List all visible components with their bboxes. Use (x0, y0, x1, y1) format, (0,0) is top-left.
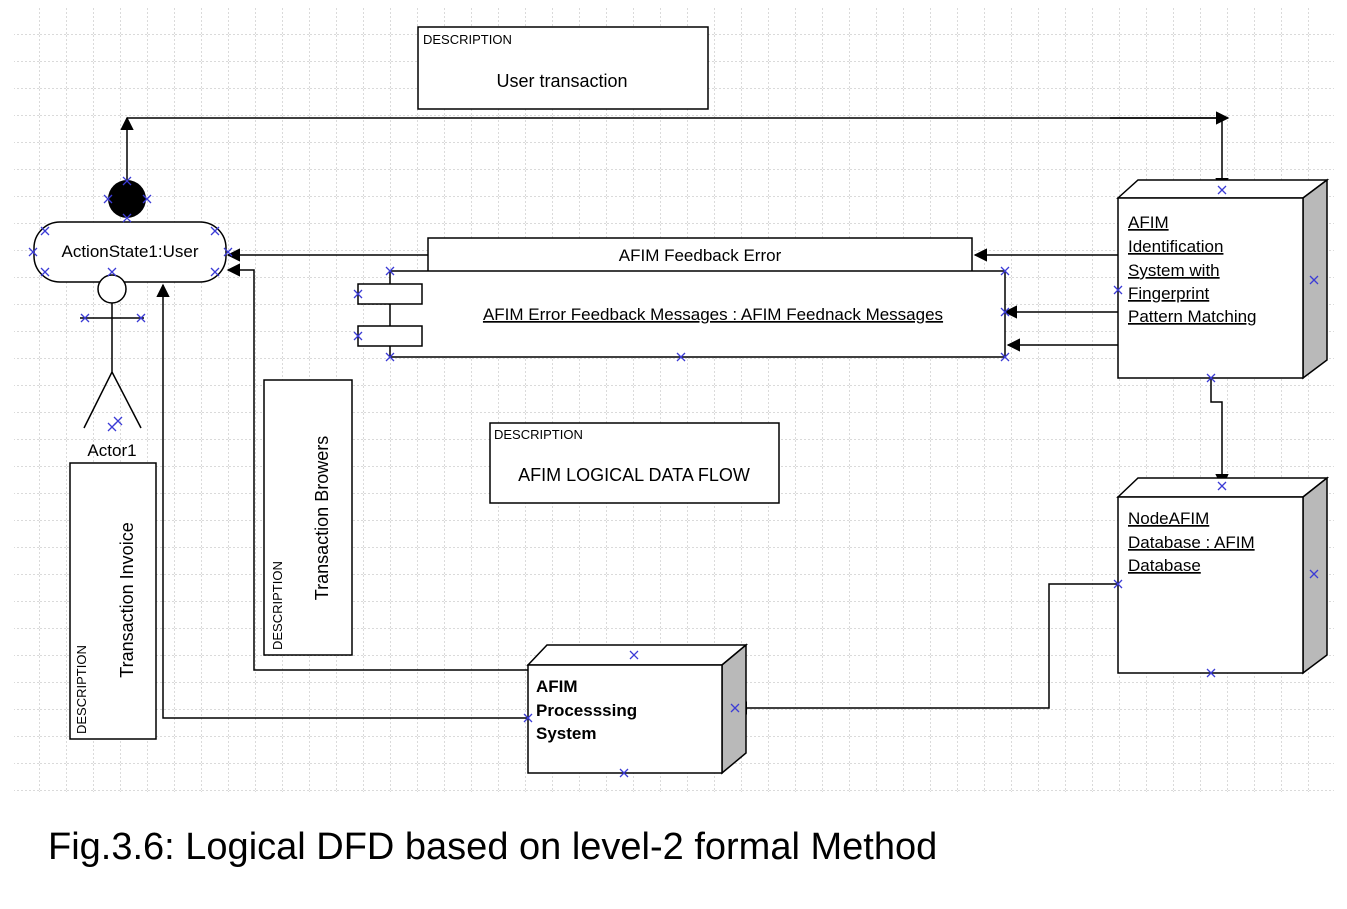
handle-marker (1000, 266, 1010, 276)
handle-marker (1309, 275, 1319, 285)
feedback-error-label: AFIM Feedback Error (619, 246, 782, 265)
handle-marker (523, 713, 533, 723)
handle-marker (142, 194, 152, 204)
desc-user-transaction-text: User transaction (496, 71, 627, 91)
desc-browsers-tag: DESCRIPTION (270, 561, 285, 650)
actor-figure (80, 274, 144, 429)
feedback-messages-label: AFIM Error Feedback Messages : AFIM Feed… (483, 305, 943, 324)
node-database[interactable]: NodeAFIM Database : AFIM Database (1116, 476, 1330, 675)
handle-marker (730, 703, 740, 713)
handle-marker (28, 247, 38, 257)
feedback-error-box[interactable]: AFIM Feedback Error (427, 237, 973, 273)
handle-marker (1000, 352, 1010, 362)
handle-marker (80, 313, 90, 323)
node-processing-system[interactable]: AFIM Processsing System (526, 643, 749, 775)
desc-invoice: DESCRIPTION Transaction Invoice (69, 462, 157, 740)
handle-marker (122, 176, 132, 186)
desc-user-transaction-tag: DESCRIPTION (423, 32, 512, 47)
handle-marker (385, 352, 395, 362)
handle-marker (40, 267, 50, 277)
processing-line-2: Processsing (536, 701, 637, 720)
handle-marker (210, 267, 220, 277)
handle-marker (676, 352, 686, 362)
handle-marker (40, 226, 50, 236)
database-line-3: Database (1128, 556, 1201, 575)
selection-handles (28, 176, 1319, 778)
handle-marker (122, 213, 132, 223)
flow-processing-to-user-invoice (156, 283, 528, 719)
desc-browsers: DESCRIPTION Transaction Browers (263, 379, 353, 656)
handle-marker (136, 313, 146, 323)
handle-marker (1113, 285, 1123, 295)
handle-marker (1217, 481, 1227, 491)
handle-marker (103, 194, 113, 204)
flow-processing-to-user-browsers (226, 263, 528, 671)
processing-line-1: AFIM (536, 677, 578, 696)
desc-logical-flow: DESCRIPTION AFIM LOGICAL DATA FLOW (489, 422, 780, 504)
action-state-label: ActionState1:User (61, 242, 198, 261)
identification-line-2: Identification (1128, 237, 1223, 256)
database-line-1: NodeAFIM (1128, 509, 1209, 528)
flow-id-to-database (1210, 378, 1229, 488)
handle-marker (1113, 579, 1123, 589)
identification-line-4: Fingerprint (1128, 284, 1210, 303)
identification-line-1: AFIM (1128, 213, 1169, 232)
handle-marker (1206, 668, 1216, 678)
identification-line-5: Pattern Matching (1128, 307, 1257, 326)
handle-marker (107, 267, 117, 277)
feedback-messages-component[interactable]: AFIM Error Feedback Messages : AFIM Feed… (357, 270, 1006, 358)
node-identification-system[interactable]: AFIM Identification System with Fingerpr… (1116, 178, 1330, 380)
action-state-user[interactable]: ActionState1:User (33, 221, 227, 283)
database-line-2: Database : AFIM (1128, 533, 1255, 552)
initial-node (108, 180, 146, 218)
handle-marker (107, 422, 117, 432)
handle-marker (210, 226, 220, 236)
handle-marker (385, 266, 395, 276)
handle-marker (1000, 307, 1010, 317)
handle-marker (1206, 373, 1216, 383)
desc-logical-flow-tag: DESCRIPTION (494, 427, 583, 442)
handle-marker (353, 331, 363, 341)
desc-user-transaction: DESCRIPTION User transaction (417, 26, 709, 110)
desc-invoice-tag: DESCRIPTION (74, 645, 89, 734)
handle-marker (629, 650, 639, 660)
flow-db-to-processing (733, 583, 1118, 715)
desc-invoice-text: Transaction Invoice (117, 522, 137, 677)
desc-logical-flow-text: AFIM LOGICAL DATA FLOW (518, 465, 750, 485)
desc-browsers-text: Transaction Browers (312, 436, 332, 600)
handle-marker (223, 247, 233, 257)
connectors (120, 111, 1230, 719)
actor-label: Actor1 (87, 441, 136, 460)
handle-marker (1217, 185, 1227, 195)
figure-caption: Fig.3.6: Logical DFD based on level-2 fo… (48, 826, 938, 868)
handle-marker (353, 289, 363, 299)
identification-line-3: System with (1128, 261, 1220, 280)
processing-line-3: System (536, 724, 596, 743)
handle-marker (1309, 569, 1319, 579)
handle-marker (619, 768, 629, 778)
